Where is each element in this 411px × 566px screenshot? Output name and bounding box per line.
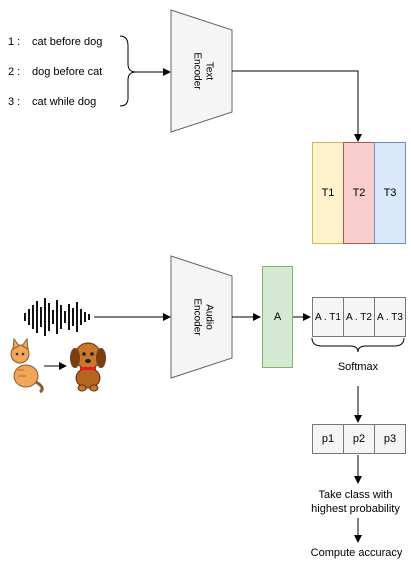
- text-encoder-label: Text Encoder: [189, 41, 215, 102]
- caption-3-text: cat while dog: [32, 96, 97, 108]
- text-embedding-t2: T2: [343, 142, 375, 244]
- text-encoder-label-line2: Encoder: [191, 52, 203, 90]
- audio-encoder-label-line1: Audio: [203, 304, 215, 330]
- cat-icon: [10, 337, 44, 394]
- text-embedding-t3-label: T3: [383, 187, 397, 199]
- take-class-line1: Take class with: [318, 489, 393, 501]
- audio-encoder-shape: [170, 255, 233, 379]
- audio-encoder-label-line2: Encoder: [191, 298, 203, 336]
- softmax-brace: [311, 337, 405, 353]
- probability-cell-1: p1: [312, 424, 344, 454]
- probability-3-label: p3: [383, 433, 397, 445]
- caption-1-number: 1 :: [8, 36, 21, 48]
- audio-embedding-a-label: A: [273, 311, 282, 323]
- text-embedding-t1-label: T1: [321, 187, 335, 199]
- compute-accuracy-step: Compute accuracy: [310, 547, 403, 559]
- dog-icon: [70, 342, 106, 392]
- probability-2-label: p2: [352, 433, 366, 445]
- caption-1-text: cat before dog: [32, 36, 103, 48]
- text-encoder-label-line1: Text: [203, 61, 215, 81]
- text-embedding-t1: T1: [312, 142, 344, 244]
- audio-encoder-label: Audio Encoder: [189, 287, 215, 348]
- similarity-cell-1: A . T1: [312, 297, 344, 337]
- probability-cell-2: p2: [343, 424, 375, 454]
- similarity-2-label: A . T2: [346, 311, 372, 323]
- similarity-cell-2: A . T2: [343, 297, 375, 337]
- caption-2-number: 2 :: [8, 66, 21, 78]
- similarity-cell-3: A . T3: [374, 297, 406, 337]
- probability-cell-3: p3: [374, 424, 406, 454]
- audio-embedding-a: A: [262, 266, 293, 368]
- similarity-3-label: A . T3: [377, 311, 403, 323]
- caption-2-text: dog before cat: [32, 66, 103, 78]
- take-class-line2: highest probability: [311, 503, 400, 515]
- waveform-icon: [24, 298, 90, 336]
- arrow-text-encoder-to-embeddings: [232, 70, 362, 142]
- caption-3-number: 3 :: [8, 96, 21, 108]
- text-embedding-t2-label: T2: [352, 187, 366, 199]
- caption-brace: [119, 35, 137, 107]
- take-class-step: Take class with highest probability: [300, 488, 411, 516]
- text-encoder-shape: [170, 9, 233, 133]
- similarity-1-label: A . T1: [315, 311, 341, 323]
- softmax-label: Softmax: [337, 361, 379, 373]
- probability-1-label: p1: [321, 433, 335, 445]
- text-embedding-t3: T3: [374, 142, 406, 244]
